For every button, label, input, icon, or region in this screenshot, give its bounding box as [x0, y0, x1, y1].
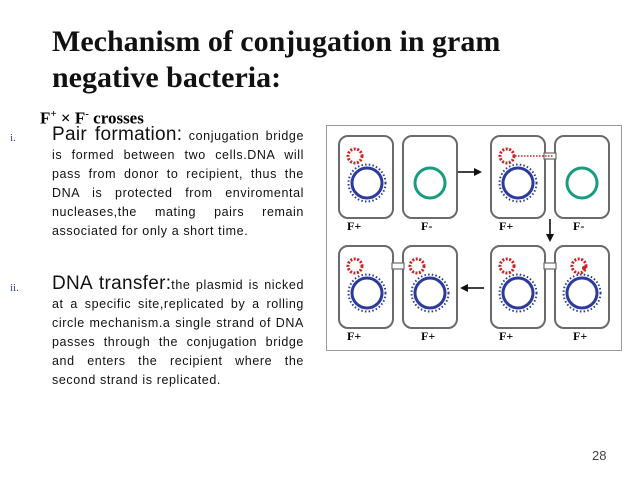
conjugation-diagram: F+ F- F+ F- F+ F+ [326, 125, 622, 351]
left-arrow-icon [460, 284, 484, 292]
panel-a-right-label: F- [421, 219, 432, 233]
item-pair-formation: Pair formation: conjugation bridge is fo… [52, 125, 304, 241]
panel-c-donor-cell [490, 245, 546, 329]
panel-c-donor-chromosome [501, 276, 535, 310]
panel-c-recipient-chromosome-dots [562, 273, 602, 313]
down-arrow-icon [546, 219, 554, 242]
subtitle-f-right-sup: - [85, 108, 89, 120]
panel-d-recipient-chromosome-dots [410, 273, 450, 313]
panel-d-left-label: F+ [347, 329, 361, 343]
panel-c-donor-plasmid [498, 257, 516, 275]
item-marker-2: ii. [10, 282, 19, 294]
panel-b-donor-cell [490, 135, 546, 219]
panel-b-recipient-cell [554, 135, 610, 219]
subtitle-cross-symbol: × [60, 108, 71, 128]
panel-d-donor-chromosome-dots [347, 273, 387, 313]
panel-a-donor-chromosome [350, 166, 384, 200]
panel-c-donor-chromosome-dots [498, 273, 538, 313]
panel-a-recipient-chromosome [413, 166, 447, 200]
page-number: 28 [592, 448, 607, 463]
subtitle-suffix: crosses [93, 108, 144, 128]
panel-a-recipient-cell [402, 135, 458, 219]
panel-c-right-label: F+ [573, 329, 587, 343]
panel-c-left-label: F+ [499, 329, 513, 343]
panel-d-donor-cell [338, 245, 394, 329]
panel-d-right-label: F+ [421, 329, 435, 343]
item-1-lead: Pair formation: [52, 124, 183, 145]
panel-a-left-label: F+ [347, 219, 361, 233]
panel-c-recipient-cell [554, 245, 610, 329]
panel-c-recipient-plasmid [570, 257, 588, 275]
panel-b-plasmid [498, 147, 516, 165]
item-marker-1: i. [10, 132, 16, 144]
panel-b-recipient-chromosome [565, 166, 599, 200]
panel-d-recipient-plasmid [408, 257, 426, 275]
item-2-text: the plasmid is nicked at a specific site… [52, 278, 304, 387]
right-arrow-icon [458, 168, 482, 176]
panel-b-donor-chromosome-dots [498, 163, 538, 203]
panel-d-recipient-chromosome [413, 276, 447, 310]
panel-d-donor-plasmid [346, 257, 364, 275]
panel-b-left-label: F+ [499, 219, 513, 233]
panel-d-bridge [391, 262, 405, 270]
panel-b-bridge [543, 152, 557, 160]
slide-title: Mechanism of conjugation in gram negativ… [52, 25, 501, 94]
subtitle-f-left: F [40, 108, 51, 128]
item-dna-transfer: DNA transfer:the plasmid is nicked at a … [52, 274, 304, 390]
subtitle-f-right: F [74, 108, 86, 128]
panel-d-recipient-cell [402, 245, 458, 329]
panel-a-plasmid [346, 147, 364, 165]
panel-c-replication-point [582, 266, 586, 270]
cross-subtitle: F+ × F- crosses [40, 104, 144, 129]
panel-a-donor-chromosome-dots [347, 163, 387, 203]
subtitle-f-left-sup: + [50, 108, 57, 120]
item-2-lead: DNA transfer: [52, 273, 172, 294]
panel-c-bridge [543, 262, 557, 270]
panel-d-donor-chromosome [350, 276, 384, 310]
panel-a-donor-cell [338, 135, 394, 219]
panel-c-recipient-chromosome [565, 276, 599, 310]
conjugation-diagram-svg: F+ F- F+ F- F+ F+ [338, 135, 610, 343]
panel-b-right-label: F- [573, 219, 584, 233]
item-1-text: conjugation bridge is formed between two… [52, 129, 304, 238]
panel-b-donor-chromosome [501, 166, 535, 200]
